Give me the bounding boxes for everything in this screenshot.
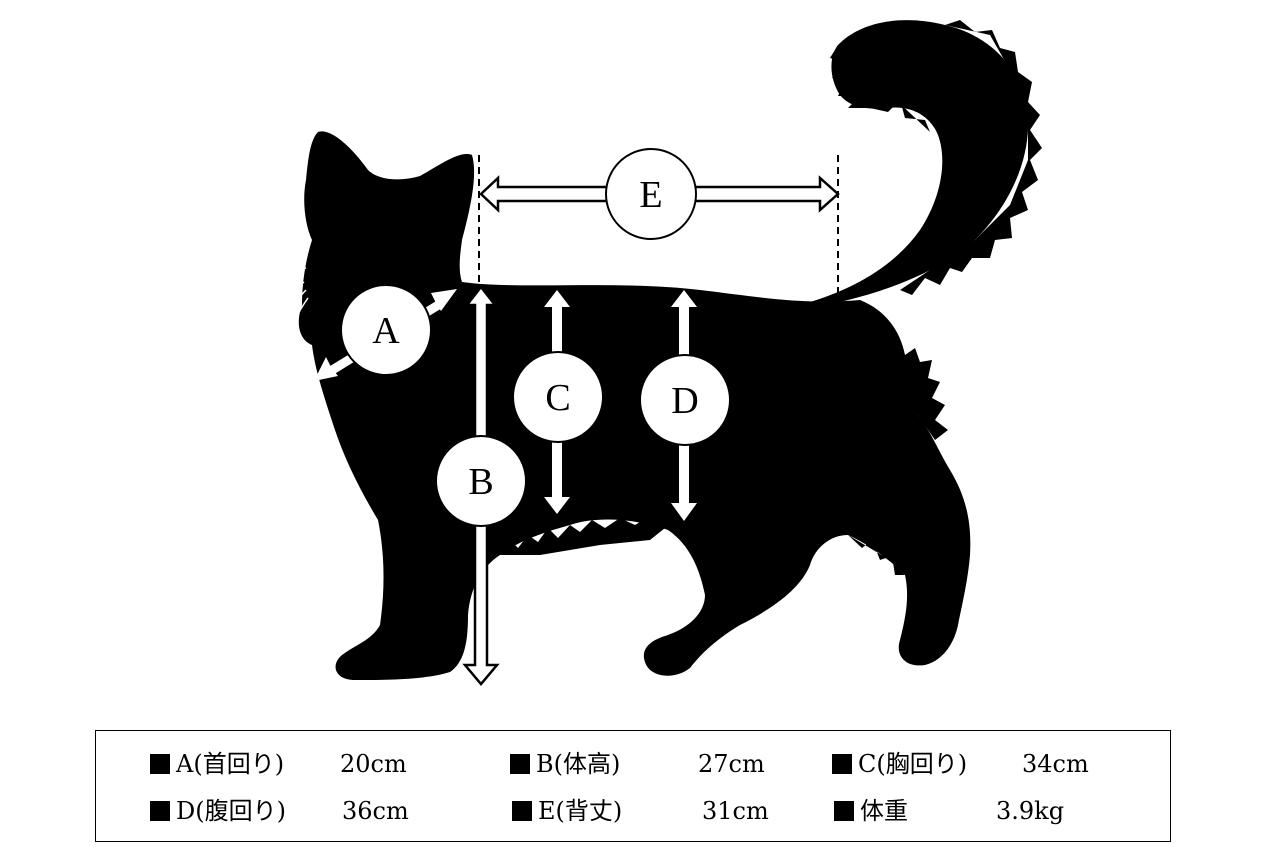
legend-d-name: D(腹回り) — [150, 797, 286, 825]
square-bullet-icon — [832, 754, 852, 774]
square-bullet-icon — [150, 801, 170, 821]
legend-weight-value: 3.9kg — [996, 797, 1065, 825]
cat-silhouette — [298, 20, 1042, 680]
cat-belly-fur — [500, 516, 665, 555]
label-a-badge: A — [340, 284, 432, 376]
label-c: C — [545, 377, 570, 419]
legend-d-value: 36cm — [342, 797, 409, 825]
square-bullet-icon — [150, 754, 170, 774]
cat-measurement-diagram: A B C D E — [271, 20, 1042, 686]
square-bullet-icon — [512, 801, 532, 821]
legend-a-label: A(首回り) — [176, 750, 285, 778]
legend-b-label: B(体高) — [536, 750, 621, 778]
label-b: B — [468, 461, 493, 503]
label-d: D — [671, 380, 698, 422]
label-e: E — [639, 174, 662, 216]
cat-rear-leg-fur — [848, 535, 905, 575]
legend-e-label: E(背丈) — [538, 797, 623, 825]
cat-whiskers — [271, 267, 309, 346]
legend-d-label: D(腹回り) — [176, 797, 286, 825]
cat-tail — [800, 20, 1029, 311]
square-bullet-icon — [834, 801, 854, 821]
legend-a-name: A(首回り) — [150, 750, 284, 778]
legend-c-name: C(胸回り) — [832, 750, 967, 778]
legend-b-name: B(体高) — [510, 750, 620, 778]
legend-e-name: E(背丈) — [512, 797, 622, 825]
legend-weight-name: 体重 — [834, 797, 908, 825]
legend-a-value: 20cm — [340, 750, 407, 778]
legend-c-label: C(胸回り) — [858, 750, 968, 778]
cat-tail-fur — [830, 45, 930, 132]
legend-b-value: 27cm — [698, 750, 765, 778]
legend-e-value: 31cm — [702, 797, 769, 825]
cat-hind-fur — [905, 348, 948, 440]
label-c-badge: C — [512, 351, 604, 443]
label-e-badge: E — [605, 148, 697, 240]
measurement-legend: A(首回り) 20cm B(体高) 27cm C(胸回り) 34cm D(腹回り… — [95, 730, 1171, 842]
label-b-badge: B — [435, 435, 527, 527]
e-guide-lines — [478, 155, 839, 300]
legend-weight-label: 体重 — [860, 797, 908, 825]
cat-tail-outer-fur — [900, 20, 1042, 295]
label-a: A — [372, 310, 400, 352]
square-bullet-icon — [510, 754, 530, 774]
cat-body — [298, 131, 971, 680]
legend-c-value: 34cm — [1022, 750, 1089, 778]
label-d-badge: D — [639, 354, 731, 446]
